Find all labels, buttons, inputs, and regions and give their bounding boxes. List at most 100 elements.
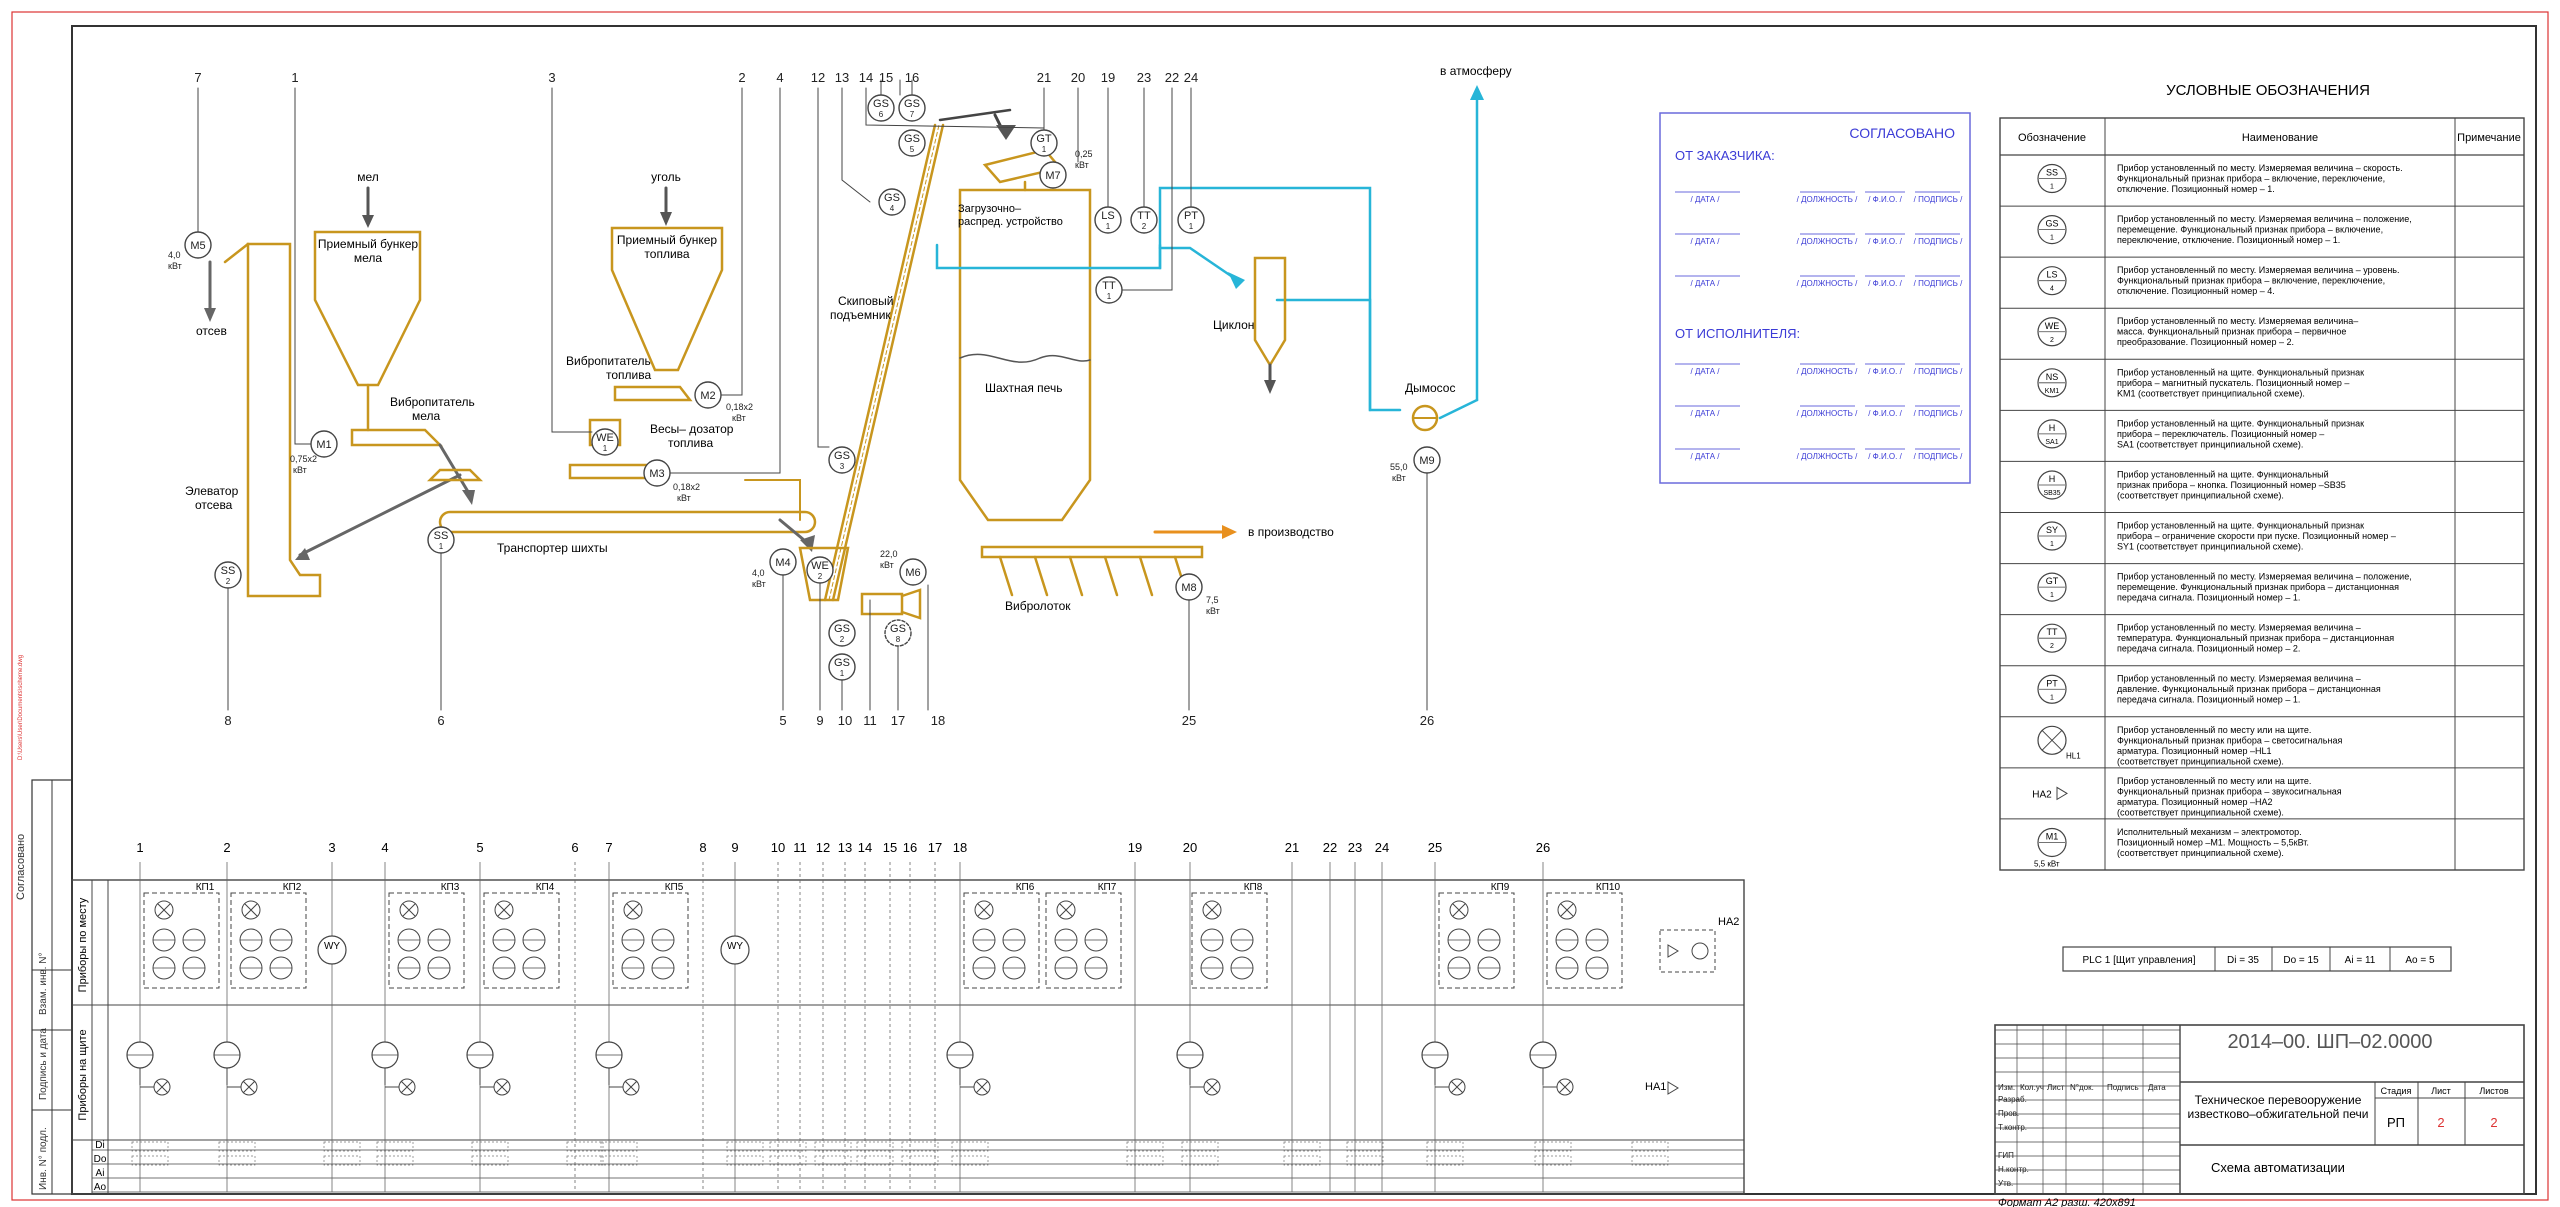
approval-date-1: / ДАТА / [1691,237,1721,246]
svg-text:18: 18 [931,713,945,728]
io-label-ao: Ao [94,1182,107,1193]
column-number-18: 18 [953,840,967,855]
tag-3: 3 [548,70,555,85]
svg-text:GS: GS [890,623,906,635]
legend-num-13: 5,5 кВт [2034,859,2060,868]
legend-text-13-1: Позиционный номер –M1. Мощность – 5,5кВт… [2117,837,2309,847]
column-number-25: 25 [1428,840,1442,855]
svg-text:3: 3 [840,462,845,471]
approval-fio-0: / Ф.И.О. / [1868,195,1902,204]
legend-text-6-1: признак прибора – кнопка. Позиционный но… [2117,480,2346,490]
tag-7: 7 [194,70,201,85]
legend-text-8-0: Прибор установленный по месту. Измеряема… [2117,572,2412,582]
margin-podp: Подпись и дата [38,1028,49,1100]
approval-position-3: / ДОЛЖНОСТЬ / [1797,367,1859,376]
margin-sogl: Согласовано [15,834,27,900]
column-number-12: 12 [816,840,830,855]
svg-text:топлива: топлива [644,247,689,261]
svg-text:1: 1 [603,444,608,453]
svg-text:22: 22 [1165,70,1179,85]
svg-text:Приемный бункер: Приемный бункер [617,233,718,247]
column-number-3: 3 [328,840,335,855]
legend-num-11: HL1 [2066,751,2081,760]
svg-text:известково–обжигательной печи: известково–обжигательной печи [2188,1107,2369,1121]
column-number-13: 13 [838,840,852,855]
approval-position-2: / ДОЛЖНОСТЬ / [1797,279,1859,288]
svg-text:23: 23 [1137,70,1151,85]
approval-fio-4: / Ф.И.О. / [1868,409,1902,418]
svg-text:Дымосос: Дымосос [1405,381,1455,395]
column-number-17: 17 [928,840,942,855]
svg-text:Приборы по месту: Приборы по месту [77,897,89,992]
chalk-vibrofeeder [350,428,444,447]
svg-text:N°док.: N°док. [2070,1083,2094,1092]
column-number-8: 8 [699,840,706,855]
margin-vzam: Взам. инв. N° [38,953,49,1015]
svg-text:GS: GS [834,450,850,462]
svg-text:в атмосферу: в атмосферу [1440,64,1512,78]
svg-text:7: 7 [910,110,915,119]
svg-text:19: 19 [1101,70,1115,85]
legend-text-7-0: Прибор установленный на щите. Функционал… [2117,521,2364,531]
legend-text-12-1: Функциональный признак прибора – звукоси… [2117,786,2342,796]
svg-text:SS: SS [221,565,236,577]
svg-text:Шахтная печь: Шахтная печь [985,381,1062,395]
svg-text:кВт: кВт [677,493,691,503]
legend-table: УСЛОВНЫЕ ОБОЗНАЧЕНИЯ Обозначение Наимено… [1999,82,2525,871]
svg-text:Транспортер шихты: Транспортер шихты [497,541,608,555]
legend-text-7-1: прибора – ограничение скорости при пуске… [2117,531,2396,541]
legend-text-1-1: перемещение. Функциональный признак приб… [2117,225,2383,235]
legend-text-13-0: Исполнительный механизм – электромотор. [2117,827,2302,837]
chalk-bunker [313,230,422,387]
svg-text:8: 8 [224,713,231,728]
svg-text:GS: GS [904,133,920,145]
svg-text:2: 2 [1142,222,1147,231]
legend-num-0: 1 [2050,184,2054,191]
column-number-26: 26 [1536,840,1550,855]
margin-file-path: D:\Users\User\Documents\scheme.dwg [18,655,24,760]
fuel-bunker [610,226,724,372]
approval-sign-5: / ПОДПИСЬ / [1914,452,1963,461]
svg-text:GT: GT [1036,133,1052,145]
svg-text:распред. устройство: распред. устройство [958,216,1063,228]
legend-text-12-0: Прибор установленный по месту или на щит… [2117,776,2311,786]
legend-text-3-0: Прибор установленный по месту. Измеряема… [2117,316,2358,326]
approval-position-4: / ДОЛЖНОСТЬ / [1797,409,1859,418]
legend-text-5-2: SA1 (соответствует принципиальной схеме)… [2117,439,2303,449]
approval-date-4: / ДАТА / [1691,409,1721,418]
svg-text:7,5: 7,5 [1206,595,1219,605]
legend-text-10-0: Прибор установленный по месту. Измеряема… [2117,674,2361,684]
svg-text:Скиповый: Скиповый [838,294,894,308]
svg-text:TT: TT [1137,210,1151,222]
tag-2: 2 [738,70,745,85]
svg-text:GS: GS [834,623,850,635]
tag-4: 4 [776,70,783,85]
margin-inv: Инв. N° подл. [38,1127,49,1190]
approval-sign-3: / ПОДПИСЬ / [1914,367,1963,376]
svg-text:СОГЛАСОВАНО: СОГЛАСОВАНО [1849,125,1955,141]
svg-text:M7: M7 [1045,170,1060,182]
svg-text:2: 2 [2437,1115,2444,1130]
kp-label-5: КП5 [665,882,684,893]
approval-sign-1: / ПОДПИСЬ / [1914,237,1963,246]
svg-text:25: 25 [1182,713,1196,728]
kp-label-1: КП1 [196,882,215,893]
svg-text:6: 6 [437,713,444,728]
legend-num-2: 4 [2050,286,2054,293]
svg-text:1: 1 [1042,145,1047,154]
svg-text:M6: M6 [905,567,920,579]
svg-text:Техническое перевооружение: Техническое перевооружение [2195,1093,2362,1107]
legend-text-8-2: передача сигнала. Позиционный номер – 1. [2117,593,2300,603]
svg-text:GS: GS [873,98,889,110]
legend-sym-13: M1 [2046,831,2059,841]
legend-text-1-2: переключение, отключение. Позиционный но… [2117,235,2340,245]
legend-sym-7: SY [2046,525,2058,535]
svg-text:WE: WE [596,432,614,444]
legend-text-0-1: Функциональный признак прибора – включен… [2117,174,2385,184]
legend-text-6-2: (соответствует принципиальной схеме). [2117,490,2284,500]
svg-text:15: 15 [879,70,893,85]
svg-text:11: 11 [863,713,877,728]
svg-text:2: 2 [226,577,231,586]
legend-text-11-0: Прибор установленный по месту или на щит… [2117,725,2311,735]
svg-text:12: 12 [811,70,825,85]
